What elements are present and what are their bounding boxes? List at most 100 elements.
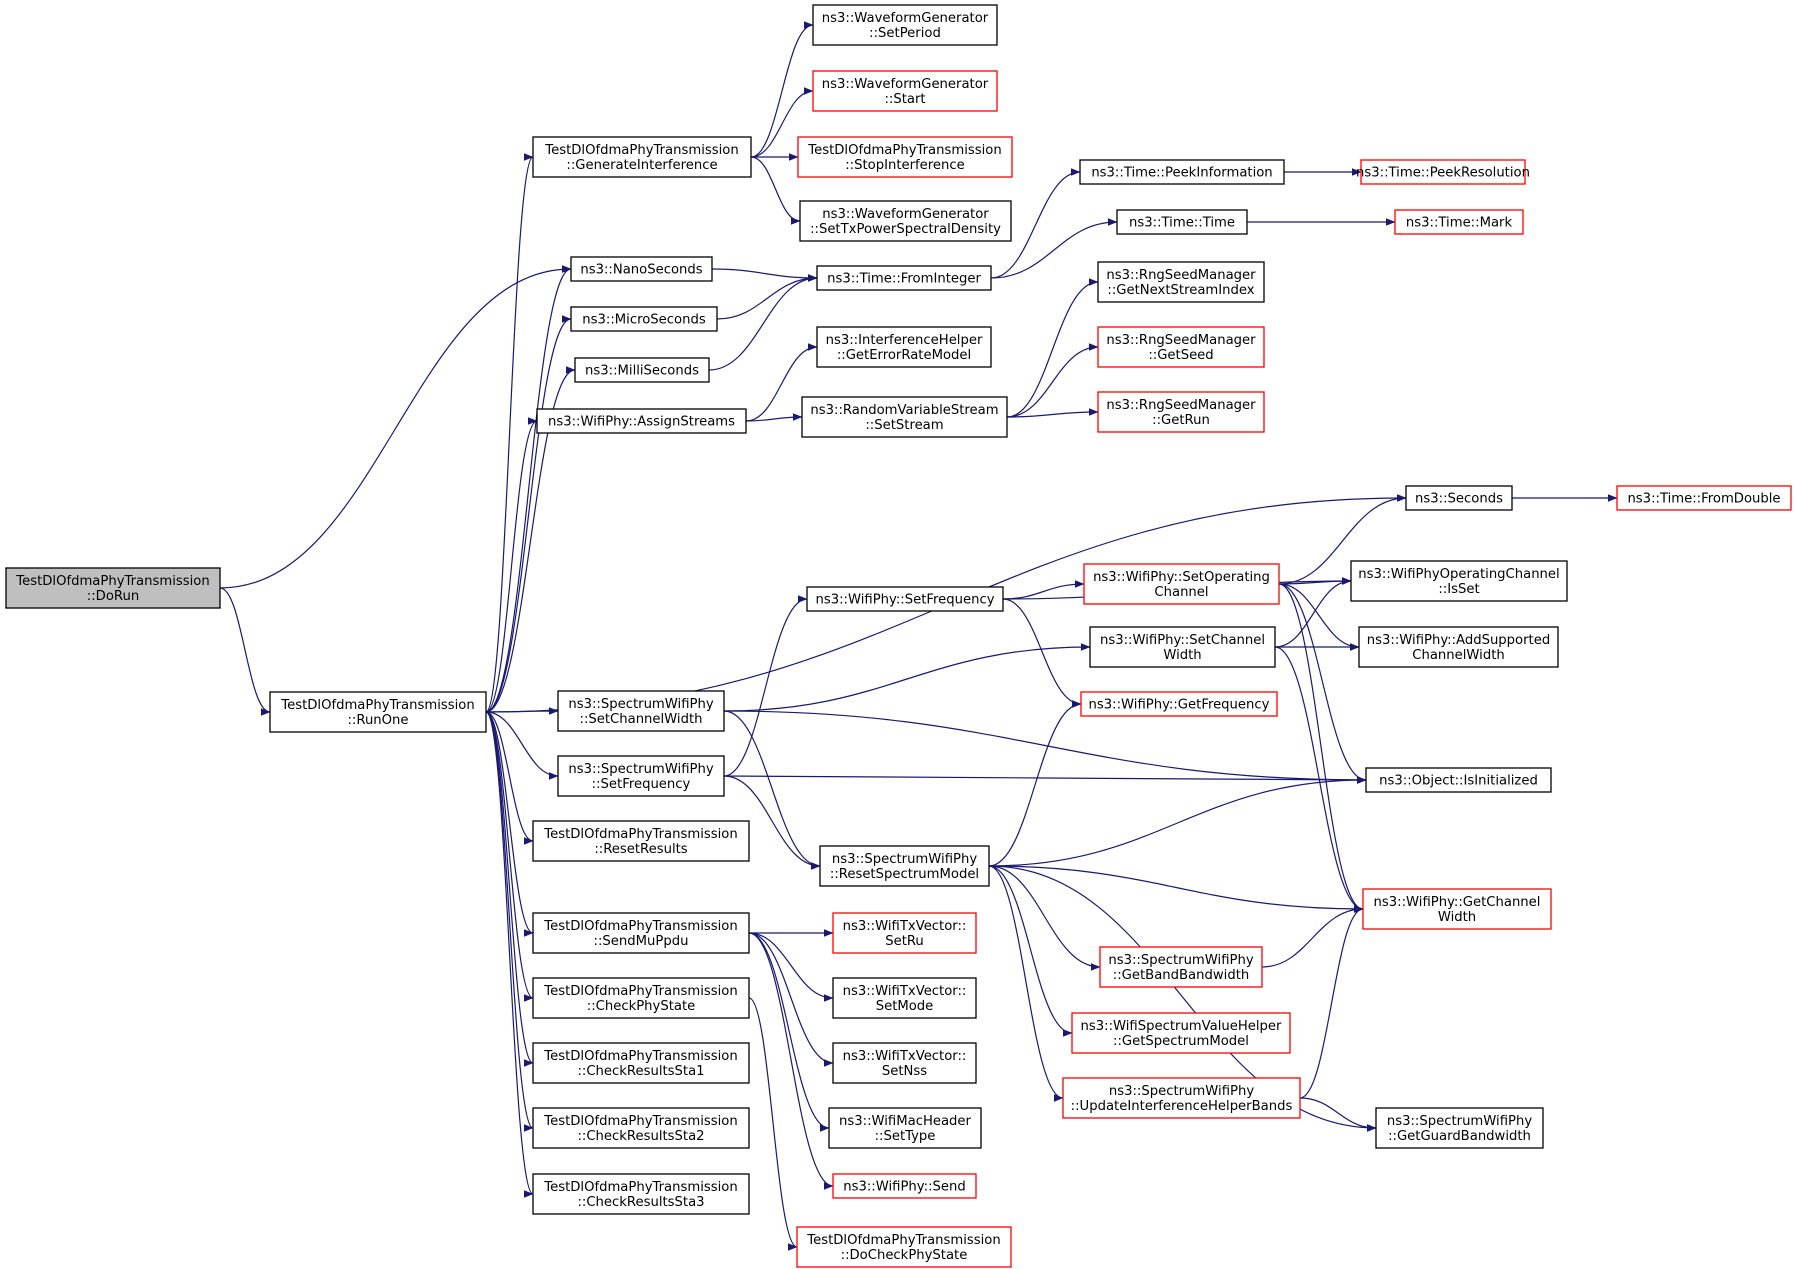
node-box bbox=[570, 256, 713, 282]
node-label: ::CheckResultsSta2 bbox=[577, 1129, 704, 1144]
node-stopInterf[interactable]: TestDlOfdmaPhyTransmission::StopInterfer… bbox=[797, 136, 1013, 178]
node-doRun[interactable]: TestDlOfdmaPhyTransmission::DoRun bbox=[5, 567, 221, 609]
node-getGuardBw[interactable]: ns3::SpectrumWifiPhy::GetGuardBandwidth bbox=[1375, 1107, 1544, 1149]
node-label: ns3::WifiPhy::GetFrequency bbox=[1089, 698, 1270, 713]
node-objIsInit[interactable]: ns3::Object::IsInitialized bbox=[1365, 767, 1552, 793]
node-wgStart[interactable]: ns3::WaveformGenerator::Start bbox=[812, 70, 998, 112]
node-label: ::ResetResults bbox=[594, 842, 687, 857]
edge-sendMuPpdu-to-setType bbox=[748, 932, 830, 1132]
node-doCheckPhyState[interactable]: TestDlOfdmaPhyTransmission::DoCheckPhySt… bbox=[796, 1226, 1012, 1268]
node-sendMuPpdu[interactable]: TestDlOfdmaPhyTransmission::SendMuPpdu bbox=[532, 912, 750, 954]
edge-resetSpecModel-to-updIntBands bbox=[988, 865, 1064, 1102]
node-updIntBands[interactable]: ns3::SpectrumWifiPhy::UpdateInterference… bbox=[1062, 1077, 1301, 1119]
edge-runOne-to-assignStreams bbox=[485, 417, 538, 713]
node-checkSta1[interactable]: TestDlOfdmaPhyTransmission::CheckResults… bbox=[532, 1042, 750, 1084]
node-fromDouble[interactable]: ns3::Time::FromDouble bbox=[1616, 485, 1792, 511]
edge-rvsSetStream-to-rngNextStream bbox=[1006, 278, 1099, 418]
edge-updIntBands-to-getGuardBw bbox=[1299, 1097, 1377, 1132]
node-label: ns3::WifiSpectrumValueHelper bbox=[1081, 1019, 1283, 1034]
node-peekInfo[interactable]: ns3::Time::PeekInformation bbox=[1079, 159, 1285, 185]
node-milliSeconds[interactable]: ns3::MilliSeconds bbox=[574, 357, 710, 383]
node-box bbox=[1062, 1077, 1301, 1119]
node-box bbox=[819, 845, 990, 887]
node-box bbox=[1097, 391, 1265, 433]
node-rngNextStream[interactable]: ns3::RngSeedManager::GetNextStreamIndex bbox=[1097, 261, 1265, 303]
node-wpSetFreq[interactable]: ns3::WifiPhy::SetFrequency bbox=[806, 586, 1004, 612]
edge-runOne-to-checkPhyState bbox=[485, 711, 534, 1002]
node-wgSetTxPsd[interactable]: ns3::WaveformGenerator::SetTxPowerSpectr… bbox=[799, 200, 1012, 242]
node-label: ::SetStream bbox=[865, 418, 943, 433]
node-runOne[interactable]: TestDlOfdmaPhyTransmission::RunOne bbox=[269, 691, 487, 733]
node-genInterf[interactable]: TestDlOfdmaPhyTransmission::GenerateInte… bbox=[532, 136, 752, 178]
node-wpSend[interactable]: ns3::WifiPhy::Send bbox=[832, 1173, 977, 1199]
edge-setOpChannel-to-seconds bbox=[1278, 494, 1407, 585]
edge-runOne-to-milliSeconds bbox=[485, 366, 576, 713]
node-rvsSetStream[interactable]: ns3::RandomVariableStream::SetStream bbox=[801, 396, 1008, 438]
node-label: ns3::SpectrumWifiPhy bbox=[1108, 953, 1253, 968]
node-box bbox=[1360, 159, 1526, 185]
node-label: ns3::Time::FromDouble bbox=[1627, 492, 1780, 507]
node-rngRun[interactable]: ns3::RngSeedManager::GetRun bbox=[1097, 391, 1265, 433]
node-nanoSeconds[interactable]: ns3::NanoSeconds bbox=[570, 256, 713, 282]
node-box bbox=[796, 1226, 1012, 1268]
node-label: TestDlOfdmaPhyTransmission bbox=[543, 827, 737, 842]
node-fromInteger[interactable]: ns3::Time::FromInteger bbox=[816, 265, 992, 291]
edge-sendMuPpdu-to-wpSend bbox=[748, 932, 834, 1190]
edge-runOne-to-swpSetChanWidth bbox=[485, 707, 559, 715]
edge-microSeconds-to-fromInteger bbox=[716, 274, 818, 320]
node-wgSetPeriod[interactable]: ns3::WaveformGenerator::SetPeriod bbox=[812, 4, 998, 46]
node-label: TestDlOfdmaPhyTransmission bbox=[543, 1049, 737, 1064]
node-getSpecModel[interactable]: ns3::WifiSpectrumValueHelper::GetSpectru… bbox=[1071, 1012, 1291, 1054]
node-microSeconds[interactable]: ns3::MicroSeconds bbox=[570, 306, 718, 332]
node-opChanIsSet[interactable]: ns3::WifiPhyOperatingChannel::IsSet bbox=[1350, 560, 1568, 602]
nodes-layer: TestDlOfdmaPhyTransmission::DoRunTestDlO… bbox=[5, 4, 1792, 1268]
node-swpSetFreq[interactable]: ns3::SpectrumWifiPhy::SetFrequency bbox=[557, 755, 725, 797]
node-label: ns3::WifiTxVector:: bbox=[843, 984, 967, 999]
edge-resetSpecModel-to-getChanWidth bbox=[988, 865, 1364, 913]
node-rngSeed[interactable]: ns3::RngSeedManager::GetSeed bbox=[1097, 326, 1265, 368]
node-box bbox=[812, 70, 998, 112]
node-box bbox=[1080, 691, 1278, 717]
edge-runOne-to-microSeconds bbox=[485, 315, 572, 713]
node-setMode[interactable]: ns3::WifiTxVector::SetMode bbox=[832, 977, 977, 1019]
node-label: ns3::WifiTxVector:: bbox=[843, 919, 967, 934]
node-timeTime[interactable]: ns3::Time::Time bbox=[1116, 209, 1248, 235]
node-label: ns3::MicroSeconds bbox=[582, 313, 706, 328]
node-assignStreams[interactable]: ns3::WifiPhy::AssignStreams bbox=[536, 408, 747, 434]
node-box bbox=[1097, 326, 1265, 368]
node-swpSetChanWidth[interactable]: ns3::SpectrumWifiPhy::SetChannelWidth bbox=[557, 690, 725, 732]
edge-nanoSeconds-to-fromInteger bbox=[711, 268, 818, 282]
node-getBandBw[interactable]: ns3::SpectrumWifiPhy::GetBandBandwidth bbox=[1099, 946, 1263, 988]
node-getErrRate[interactable]: ns3::InterferenceHelper::GetErrorRateMod… bbox=[816, 326, 992, 368]
node-label: ::DoCheckPhyState bbox=[841, 1248, 968, 1263]
node-box bbox=[536, 408, 747, 434]
node-checkSta2[interactable]: TestDlOfdmaPhyTransmission::CheckResults… bbox=[532, 1107, 750, 1149]
node-timeMark[interactable]: ns3::Time::Mark bbox=[1394, 209, 1524, 235]
node-resetResults[interactable]: TestDlOfdmaPhyTransmission::ResetResults bbox=[532, 820, 750, 862]
edge-sendMuPpdu-to-setMode bbox=[748, 932, 834, 1002]
node-checkPhyState[interactable]: TestDlOfdmaPhyTransmission::CheckPhyStat… bbox=[532, 977, 750, 1019]
node-resetSpecModel[interactable]: ns3::SpectrumWifiPhy::ResetSpectrumModel bbox=[819, 845, 990, 887]
node-peekRes[interactable]: ns3::Time::PeekResolution bbox=[1356, 159, 1530, 185]
node-checkSta3[interactable]: TestDlOfdmaPhyTransmission::CheckResults… bbox=[532, 1173, 750, 1215]
node-label: TestDlOfdmaPhyTransmission bbox=[806, 1233, 1000, 1248]
node-box bbox=[269, 691, 487, 733]
node-label: ns3::Object::IsInitialized bbox=[1379, 774, 1538, 789]
node-setNss[interactable]: ns3::WifiTxVector::SetNss bbox=[832, 1042, 977, 1084]
edge-swpSetChanWidth-to-wpSetChanWidth bbox=[723, 643, 1091, 712]
node-setType[interactable]: ns3::WifiMacHeader::SetType bbox=[828, 1107, 982, 1149]
edge-fromInteger-to-peekInfo bbox=[990, 168, 1081, 279]
node-wpSetChanWidth[interactable]: ns3::WifiPhy::SetChannelWidth bbox=[1089, 626, 1276, 668]
edge-swpSetChanWidth-to-resetSpecModel bbox=[723, 710, 821, 870]
node-label: ::GenerateInterference bbox=[566, 158, 717, 173]
node-label: ns3::SpectrumWifiPhy bbox=[1109, 1084, 1254, 1099]
node-label: Width bbox=[1438, 910, 1476, 925]
node-label: ns3::WifiPhy::Send bbox=[843, 1180, 965, 1195]
node-getFreq[interactable]: ns3::WifiPhy::GetFrequency bbox=[1080, 691, 1278, 717]
node-setRu[interactable]: ns3::WifiTxVector::SetRu bbox=[832, 912, 977, 954]
node-label: ns3::Time::PeekResolution bbox=[1356, 166, 1530, 181]
node-seconds[interactable]: ns3::Seconds bbox=[1405, 485, 1513, 511]
